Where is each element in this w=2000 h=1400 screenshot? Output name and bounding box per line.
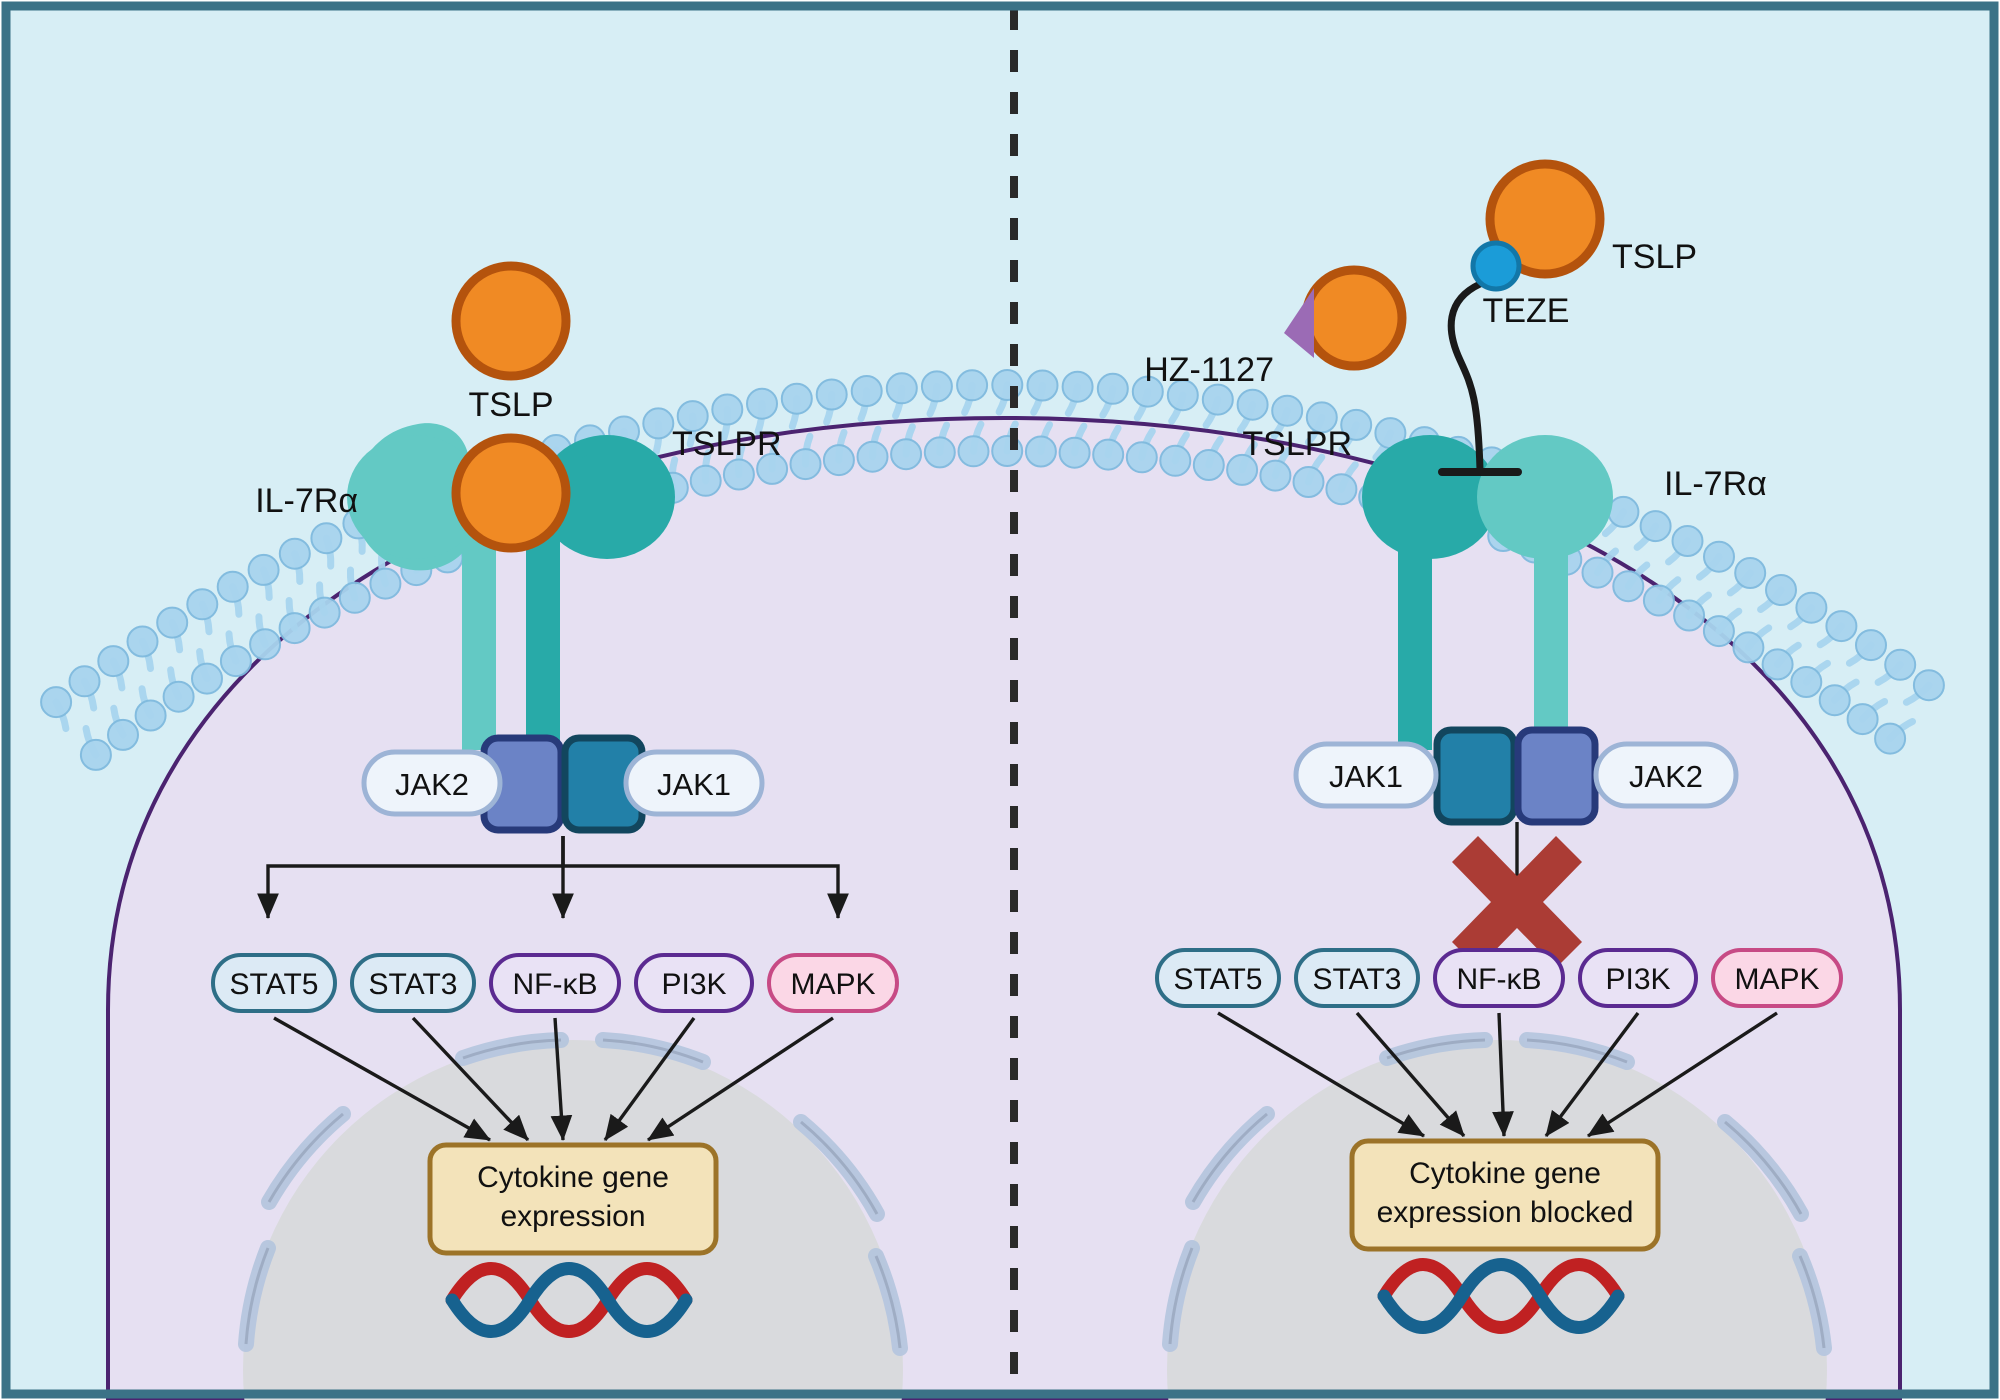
gene-box-line1: Cytokine gene: [1409, 1157, 1601, 1190]
label-tslp-right: TSLP: [1612, 238, 1697, 276]
left-panel: TSLP IL-7Rα TSLPR JAK2 JAK1 STAT5: [211, 261, 899, 1338]
effector-pill[interactable]: STAT5: [211, 953, 337, 1013]
effector-label: NF-κB: [513, 968, 598, 1001]
effector-pill[interactable]: PI3K: [1578, 948, 1698, 1008]
jak2-label-left: JAK2: [395, 767, 469, 802]
gene-expression-box-left[interactable]: Cytokine gene expression: [427, 1142, 719, 1256]
effector-pill[interactable]: MAPK: [767, 953, 899, 1013]
effector-label: MAPK: [790, 968, 875, 1001]
receptor-tslpr-right[interactable]: [1362, 435, 1498, 750]
red-x-mark: [1452, 836, 1582, 968]
jak2-pill-right[interactable]: JAK2: [1593, 741, 1739, 809]
gene-expression-box-right[interactable]: Cytokine gene expression blocked: [1349, 1138, 1661, 1252]
effector-pill[interactable]: PI3K: [634, 953, 754, 1013]
teze-inhibition-connector: [1438, 280, 1522, 476]
gene-box-line2: expression: [500, 1200, 645, 1233]
gene-box-line1: Cytokine gene: [477, 1161, 669, 1194]
ligand-tslp-teze-right[interactable]: [1470, 159, 1605, 292]
effector-pill[interactable]: NF-κB: [489, 953, 621, 1013]
ligand-tslp-bound-left[interactable]: [451, 433, 571, 553]
gene-box-line2: expression blocked: [1377, 1196, 1634, 1229]
dna-helix-left: [445, 1262, 693, 1338]
effector-label: STAT3: [369, 968, 458, 1001]
label-il7ra-right: IL-7Rα: [1664, 465, 1767, 503]
effector-row-right: STAT5 STAT3 NF-κB PI3K MAPK: [1155, 948, 1843, 1008]
effector-pill[interactable]: STAT5: [1155, 948, 1281, 1008]
jak1-pill-left[interactable]: JAK1: [623, 749, 765, 817]
effector-label: PI3K: [1605, 963, 1670, 996]
effector-label: STAT5: [1174, 963, 1263, 996]
label-tslpr-right: TSLPR: [1242, 425, 1352, 463]
jak1-label-right: JAK1: [1329, 759, 1403, 794]
convergent-arrows-left: [273, 1016, 834, 1142]
teze-icon: [1470, 240, 1522, 292]
hz1127-antibody-icon: [1284, 288, 1314, 358]
effector-pill[interactable]: NF-κB: [1433, 948, 1565, 1008]
label-tslpr-left: TSLPR: [672, 425, 782, 463]
effector-pill[interactable]: MAPK: [1711, 948, 1843, 1008]
effector-label: NF-κB: [1457, 963, 1542, 996]
effector-pill[interactable]: STAT3: [1294, 948, 1420, 1008]
effector-label: MAPK: [1734, 963, 1819, 996]
effector-label: STAT3: [1313, 963, 1402, 996]
jak1-pill-right[interactable]: JAK1: [1293, 741, 1439, 809]
ligand-tslp-hz1127-right[interactable]: [1284, 265, 1407, 371]
effector-label: PI3K: [661, 968, 726, 1001]
jak1-label-left: JAK1: [657, 767, 731, 802]
receptor-il7ra-right[interactable]: [1477, 435, 1613, 750]
label-tslp-free-left: TSLP: [468, 386, 553, 424]
jak2-pill-left[interactable]: JAK2: [361, 749, 503, 817]
effector-row-left: STAT5 STAT3 NF-κB PI3K MAPK: [211, 953, 899, 1013]
effector-pill[interactable]: STAT3: [350, 953, 476, 1013]
label-hz1127: HZ-1127: [1144, 351, 1274, 389]
convergent-arrows-right: [1217, 1011, 1778, 1138]
signal-arrows-left: [257, 836, 849, 920]
label-teze: TEZE: [1483, 292, 1570, 330]
jak-domain-right-b[interactable]: [1514, 726, 1599, 826]
right-panel: TSLP TEZE HZ-1127 TSLPR IL-7Rα JAK1 JAK2: [1144, 159, 1843, 1334]
ligand-tslp-free-left[interactable]: [451, 261, 571, 381]
effector-label: STAT5: [230, 968, 319, 1001]
jak2-label-right: JAK2: [1629, 759, 1703, 794]
jak-domain-right-a[interactable]: [1433, 726, 1518, 826]
dna-helix-right: [1377, 1258, 1625, 1334]
label-il7ra-left: IL-7Rα: [255, 482, 358, 520]
